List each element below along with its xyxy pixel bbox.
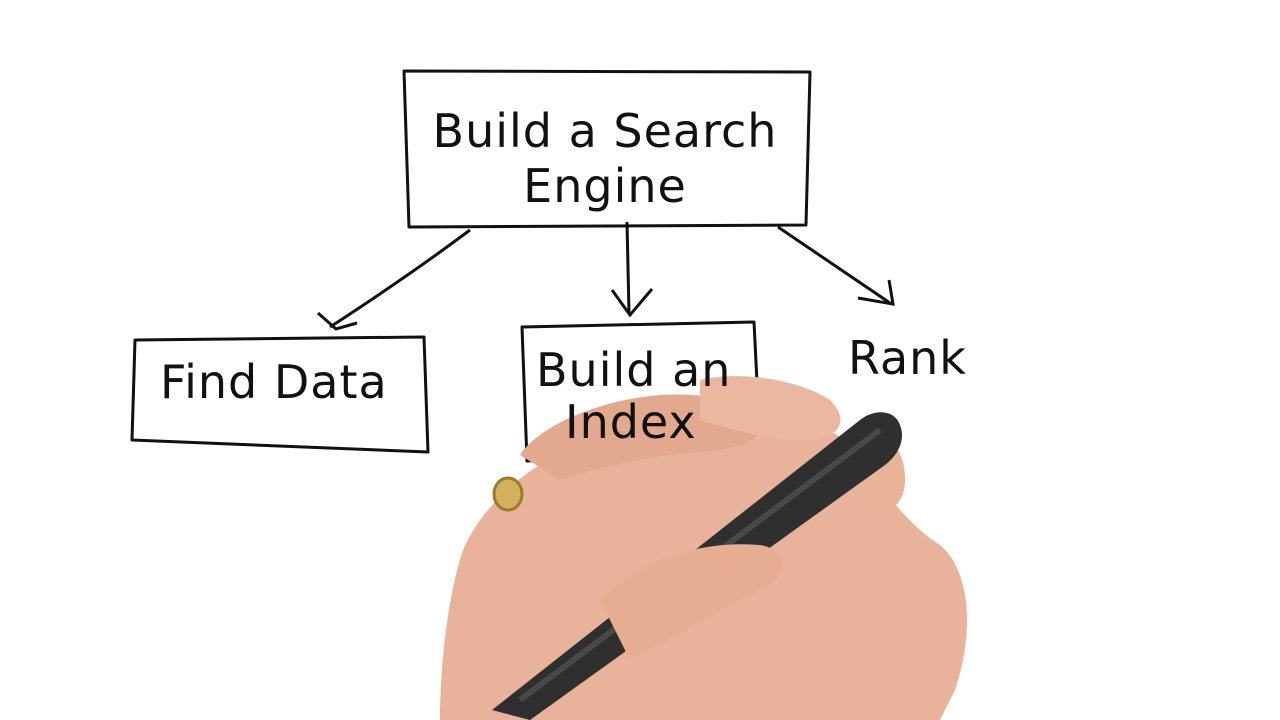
find-data-box xyxy=(130,335,430,454)
rank-label: Rank xyxy=(848,331,967,385)
arrowhead-rank xyxy=(857,279,895,306)
arrow-to-find-data xyxy=(329,228,471,329)
arrow-to-build-index xyxy=(625,221,631,314)
arrow-to-rank xyxy=(777,225,891,305)
root-box xyxy=(402,69,812,229)
arrowhead-find-data xyxy=(317,311,358,331)
root-node-label-line2: Engine xyxy=(523,159,687,213)
ring-icon xyxy=(492,476,524,512)
arrowhead-build-index xyxy=(610,288,654,318)
build-index-label-line1: Build an xyxy=(536,343,732,397)
build-index-label-line2: Index xyxy=(565,395,697,449)
find-data-label: Find Data xyxy=(160,355,388,409)
hand-with-pen-illustration xyxy=(440,376,967,720)
root-node-label-line1: Build a Search xyxy=(432,104,778,158)
